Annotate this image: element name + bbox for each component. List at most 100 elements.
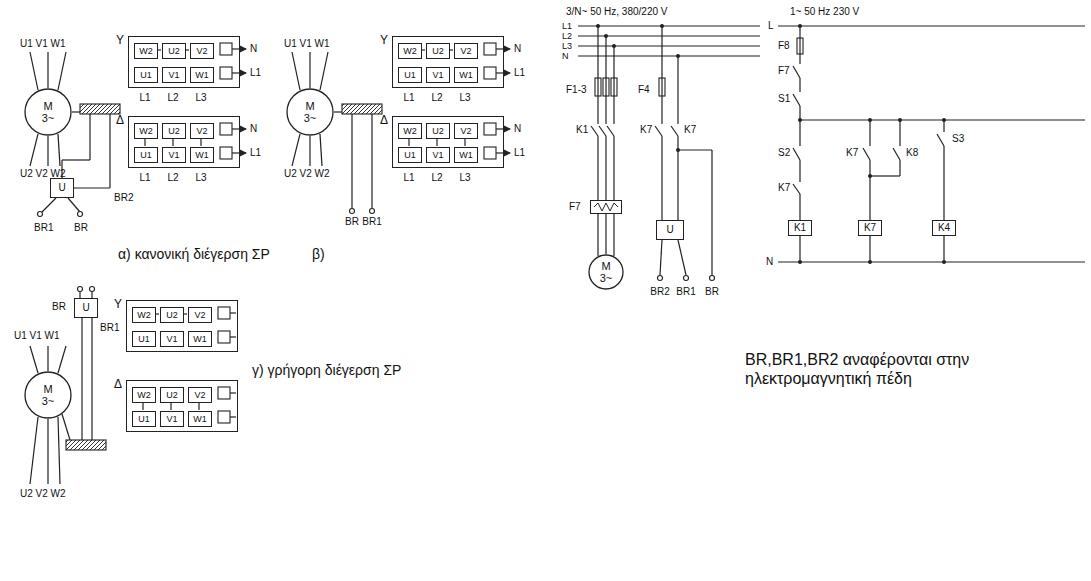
motor-lead — [58, 417, 60, 484]
node-text: U — [58, 182, 65, 194]
label-text: β) — [312, 246, 325, 263]
motor-lead — [47, 419, 48, 484]
brake-symbol — [66, 440, 106, 450]
node-text: V1 — [166, 414, 177, 424]
terminal: W2 — [398, 123, 422, 139]
node-text: K7 — [864, 222, 876, 234]
terminal-board: YW2U2V2U1V1W1 — [128, 36, 240, 88]
supply-stub — [230, 312, 236, 313]
label-text: BR — [705, 286, 719, 298]
wire — [91, 318, 92, 440]
rectifier-box: U — [50, 178, 74, 198]
terminal: V1 — [426, 147, 450, 163]
motor-lead — [58, 346, 66, 373]
motor-circle — [25, 372, 71, 418]
label-text: α) κανονική διέγερση ΣΡ — [118, 246, 270, 263]
junction-dot — [798, 118, 802, 122]
node-text: W2 — [403, 126, 417, 136]
label-text: BR — [74, 222, 88, 234]
contact-blade — [793, 184, 800, 194]
fuse-symbol — [611, 78, 617, 96]
delta-bridge — [408, 138, 409, 146]
terminal: U2 — [162, 123, 186, 139]
node-text: W2 — [139, 126, 153, 136]
motor-lead — [309, 52, 310, 88]
node-text: V2 — [460, 126, 471, 136]
motor-lead — [47, 346, 48, 371]
terminal-board: ΔW2U2V2U1V1W1 — [126, 380, 238, 432]
terminal: U2 — [426, 123, 450, 139]
node-text: 3~ — [42, 112, 55, 124]
label-text: L3 — [562, 41, 572, 52]
node-text: Δ — [116, 113, 124, 127]
label-text: N — [250, 123, 257, 135]
label-text: F1-3 — [566, 84, 587, 96]
brake-symbol — [80, 104, 120, 114]
label-text: S1 — [778, 93, 790, 105]
terminal: V2 — [190, 43, 214, 59]
terminal-point — [710, 276, 715, 281]
connector-wire — [605, 214, 606, 254]
node-text: V2 — [196, 126, 207, 136]
node-text: W2 — [403, 46, 417, 56]
supply-line — [578, 55, 760, 56]
junction-dot — [868, 174, 872, 178]
delta-bridge — [170, 402, 171, 410]
wire — [869, 120, 870, 146]
label-text: U2 V2 W2 — [20, 488, 66, 500]
motor-circle — [589, 255, 623, 289]
terminal: W2 — [132, 307, 156, 323]
wire — [799, 106, 800, 146]
label-text: L1 — [514, 147, 525, 159]
supply-arrow — [496, 128, 510, 129]
side-terminal — [484, 67, 496, 79]
terminal: V2 — [454, 123, 478, 139]
node-text: 3~ — [42, 395, 55, 407]
wire — [799, 26, 800, 64]
label-text: K7 — [684, 124, 696, 136]
side-terminal — [484, 43, 496, 55]
fuse-symbol — [595, 78, 601, 96]
wire — [678, 240, 686, 275]
label-text: U1 V1 W1 — [284, 38, 330, 50]
wire — [899, 120, 900, 146]
wire — [597, 136, 598, 200]
wire — [109, 114, 110, 188]
supply-arrow — [496, 72, 510, 73]
supply-arrow — [496, 152, 510, 153]
motor-lead — [30, 346, 38, 373]
wire — [711, 150, 712, 275]
node-text: U2 — [166, 390, 178, 400]
motor-lead — [58, 134, 60, 166]
label-text: K7 — [846, 147, 858, 159]
terminal: W2 — [398, 43, 422, 59]
motor-lead — [320, 134, 322, 166]
delta-bridge — [142, 402, 143, 410]
side-terminal — [218, 387, 230, 399]
fuse-symbol — [797, 38, 803, 54]
motor-lead — [58, 52, 66, 90]
label-text: L — [768, 20, 774, 32]
motor-lead — [30, 417, 38, 484]
label-text: L2 — [167, 92, 178, 104]
label-text: L1 — [514, 67, 525, 79]
label-text: K8 — [906, 147, 918, 159]
motor-lead — [320, 52, 328, 90]
motor-shaft — [72, 111, 80, 112]
junction-dot — [898, 118, 902, 122]
contact-blade — [607, 126, 614, 136]
contact-blade — [793, 94, 800, 106]
label-text: L1 — [562, 21, 572, 32]
label-text: F8 — [778, 40, 790, 52]
terminal: V1 — [160, 331, 184, 347]
terminal: V2 — [188, 307, 212, 323]
label-text: BR1 — [34, 222, 53, 234]
node-text: W2 — [139, 46, 153, 56]
node-text: V1 — [432, 150, 443, 160]
wire — [899, 160, 900, 176]
wire — [678, 149, 712, 150]
delta-bridge — [198, 402, 199, 410]
label-text: F7 — [778, 65, 790, 77]
motor-lead — [30, 52, 38, 90]
